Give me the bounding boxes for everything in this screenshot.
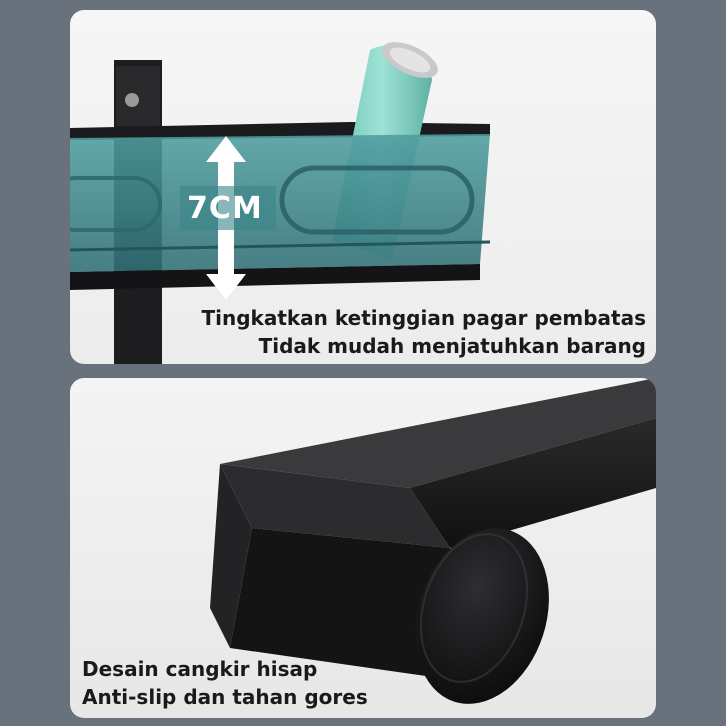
- measurement-label: 7CM: [187, 191, 263, 226]
- caption-rail-height: Tingkatkan ketinggian pagar pembatas Tid…: [201, 304, 646, 360]
- suction-cup: [415, 528, 549, 704]
- caption-line: Tingkatkan ketinggian pagar pembatas: [201, 306, 646, 330]
- screw-icon: [125, 93, 139, 107]
- product-photo-rail-height: 7CM Tingkatkan ketinggian pagar pembatas…: [70, 10, 656, 364]
- caption-suction-cup: Desain cangkir hisap Anti-slip dan tahan…: [82, 655, 368, 711]
- caption-line: Tidak mudah menjatuhkan barang: [258, 334, 646, 358]
- suction-cup-illustration: [210, 378, 656, 704]
- rack-rail-illustration: [70, 42, 491, 364]
- product-photo-suction-cup: Desain cangkir hisap Anti-slip dan tahan…: [70, 378, 656, 718]
- caption-line: Anti-slip dan tahan gores: [82, 685, 368, 709]
- caption-line: Desain cangkir hisap: [82, 657, 318, 681]
